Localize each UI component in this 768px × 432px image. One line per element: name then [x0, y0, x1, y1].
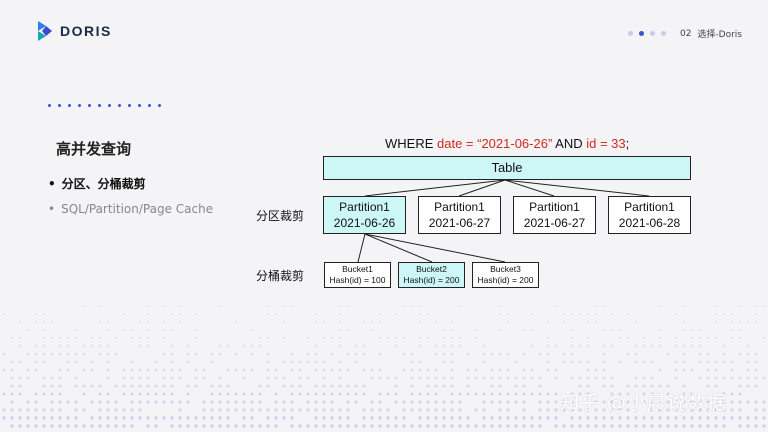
connector-line	[505, 180, 649, 196]
partition-name: Partition1	[419, 199, 500, 215]
partition-date: 2021-06-27	[419, 215, 500, 231]
bucket-node: Bucket2 Hash(id) = 200	[398, 262, 465, 288]
connector-line	[365, 234, 432, 262]
partition-node: Partition1 2021-06-28	[608, 196, 691, 234]
partition-pruning-label: 分区裁剪	[256, 207, 304, 224]
connector-line	[365, 234, 505, 262]
bucket-name: Bucket3	[473, 264, 538, 275]
bucket-hash: Hash(id) = 200	[399, 275, 464, 286]
bucket-hash: Hash(id) = 100	[325, 275, 390, 286]
bucket-name: Bucket1	[325, 264, 390, 275]
table-node: Table	[323, 156, 691, 180]
partition-name: Partition1	[324, 199, 405, 215]
partition-name: Partition1	[514, 199, 595, 215]
watermark-text: 知乎 @小晨说数据	[560, 388, 727, 415]
partition-date: 2021-06-28	[609, 215, 690, 231]
partition-name: Partition1	[609, 199, 690, 215]
bucket-name: Bucket2	[399, 264, 464, 275]
connector-line	[358, 234, 365, 262]
partition-node: Partition1 2021-06-27	[418, 196, 501, 234]
bucket-hash: Hash(id) = 200	[473, 275, 538, 286]
bucket-pruning-label: 分桶裁剪	[256, 267, 304, 284]
bucket-node: Bucket3 Hash(id) = 200	[472, 262, 539, 288]
connector-line	[365, 180, 505, 196]
partition-node: Partition1 2021-06-26	[323, 196, 406, 234]
partition-node: Partition1 2021-06-27	[513, 196, 596, 234]
bucket-node: Bucket1 Hash(id) = 100	[324, 262, 391, 288]
partition-date: 2021-06-27	[514, 215, 595, 231]
partition-date: 2021-06-26	[324, 215, 405, 231]
